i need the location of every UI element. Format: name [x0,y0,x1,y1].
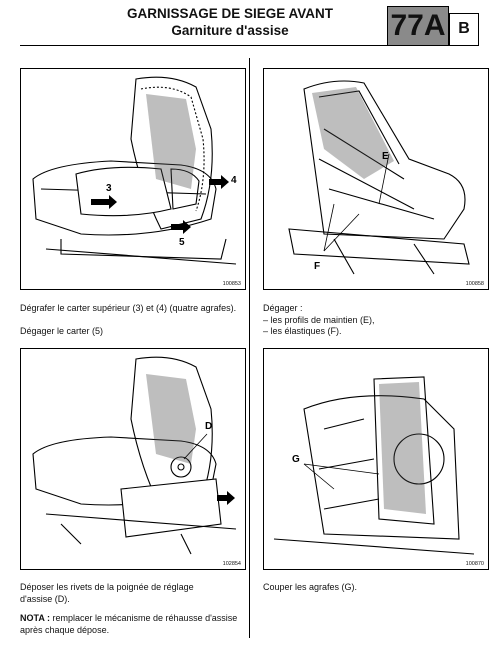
callout-3: 3 [106,183,112,194]
figure-seat-frame-profiles: E F 100858 [263,68,489,290]
page-subtitle: Garniture d'assise [171,23,289,38]
section-letter: B [449,13,479,46]
caption-panel-4: Couper les agrafes (G). [263,582,491,594]
caption-panel-1: Dégrafer le carter supérieur (3) et (4) … [20,303,248,337]
seat-illustration-2: E F [288,80,470,275]
callout-4: 4 [231,175,237,186]
figure-cut-clips: G 100870 [263,348,489,570]
note-line: après chaque dépose. [20,624,110,635]
header-rule [20,45,387,46]
seat-illustration-3: D [32,356,237,555]
caption-line: – les élastiques (F). [263,326,342,336]
seat-illustration-4: G [273,376,475,555]
caption-line: – les profils de maintien (E), [263,314,375,325]
column-divider [249,58,250,638]
figure-ref-number: 102854 [222,561,241,567]
caption-line: Dégrafer le carter supérieur (3) et (4) … [20,303,237,313]
caption-line: Dégager le carter (5) [20,325,104,336]
callout-5: 5 [179,237,185,248]
caption-line: Déposer les rivets de la poignée de régl… [20,582,194,592]
figure-height-handle-rivets: D 102854 [20,348,246,570]
page-title: GARNISSAGE DE SIEGE AVANT [126,6,334,21]
note-text: remplacer le mécanisme de réhausse d'ass… [50,613,238,623]
caption-line: Couper les agrafes (G). [263,582,358,592]
chapter-code: 77A [387,6,449,46]
caption-line: d'assise (D). [20,593,70,604]
callout-e: E [382,151,389,162]
chapter-badge: 77A B [387,6,479,46]
caption-panel-3: Déposer les rivets de la poignée de régl… [20,582,248,636]
callout-f: F [314,261,320,272]
figure-ref-number: 100853 [222,281,241,287]
figure-seat-cover-removal: 3 4 5 100853 [20,68,246,290]
figure-ref-number: 100858 [465,281,484,287]
caption-line: Dégager : [263,303,303,313]
seat-illustration-1: 3 4 5 [32,76,237,265]
figure-ref-number: 100870 [465,561,484,567]
caption-panel-2: Dégager : – les profils de maintien (E),… [263,303,491,338]
callout-g: G [292,454,300,465]
page-header: GARNISSAGE DE SIEGE AVANT Garniture d'as… [20,6,484,46]
callout-d: D [205,421,212,432]
note-label: NOTA : [20,613,50,623]
note-paragraph: NOTA : remplacer le mécanisme de réhauss… [20,613,248,625]
